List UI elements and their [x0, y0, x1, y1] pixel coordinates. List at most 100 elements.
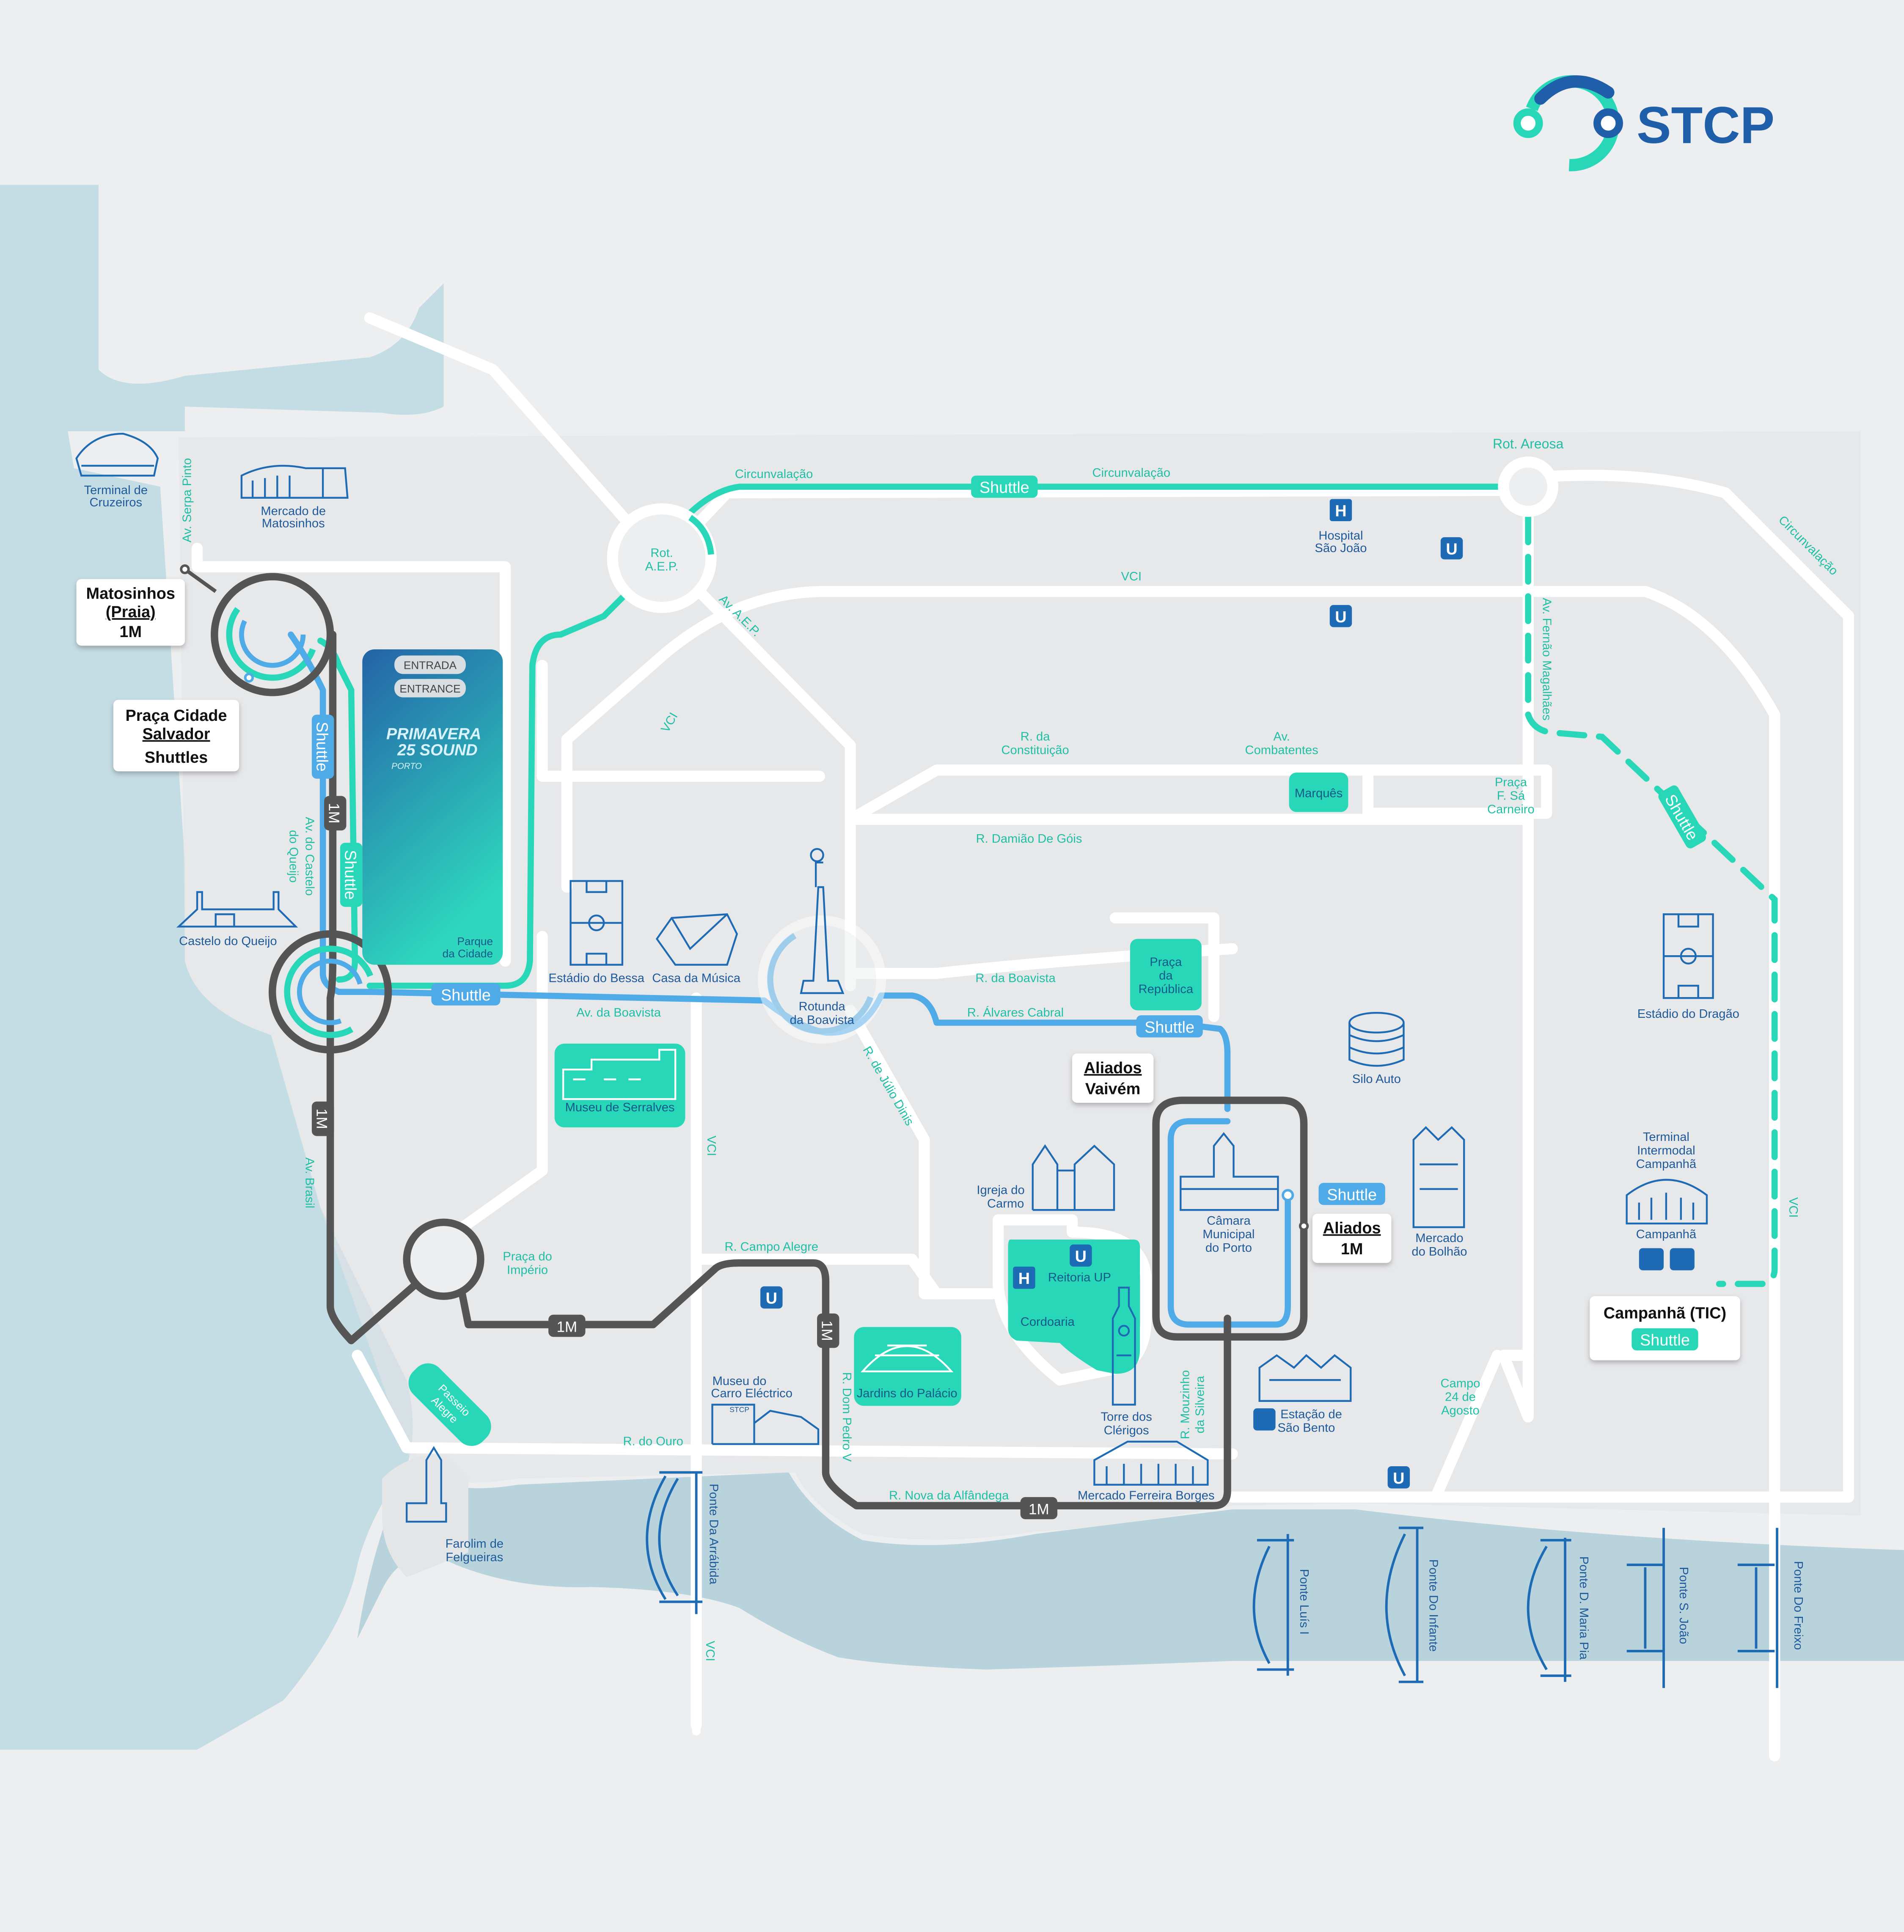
estadio-dragao-center-icon [1680, 948, 1697, 965]
label-vci-4: VCI [703, 1641, 717, 1662]
farolim-peninsula [382, 1454, 468, 1577]
aliados-vaivem-line1: Aliados [1084, 1059, 1142, 1077]
ponte-infante-icon [1385, 1526, 1424, 1683]
matosinhos-stop-dot [180, 564, 190, 574]
label-mercado-matosinhos-2: Matosinhos [262, 517, 325, 530]
stcp-logo-arc [1534, 75, 1615, 105]
label-vci-1: VCI [1121, 570, 1142, 583]
metro-symbol-4-letter: U [766, 1290, 777, 1308]
castelo-queijo-icon [176, 891, 298, 928]
shuttle-stop-aliados [1282, 1189, 1294, 1201]
ponte-maria-pia-icon [1527, 1537, 1571, 1682]
metro-symbol-4 [760, 1286, 783, 1309]
rotunda-boavista-top-icon [810, 848, 824, 863]
aliados-vaivem-line2: Vaivém [1085, 1080, 1141, 1098]
label-farolim-2: Felgueiras [446, 1550, 503, 1564]
label-estadio-dragao: Estádio do Dragão [1637, 1007, 1739, 1021]
festival-logo-line1: PRIMAVERA [386, 726, 481, 743]
label-ponte-maria-pia: Ponte D. Maria Pia [1577, 1556, 1590, 1660]
label-constituicao-1: R. da [1021, 730, 1050, 743]
label-damiao-gois: R. Damião De Góis [976, 832, 1082, 846]
aliados-1m-stop-dot [1299, 1221, 1309, 1231]
jardins-palacio-block [854, 1327, 961, 1406]
label-casa-musica: Casa da Música [652, 971, 741, 985]
label-sa-carneiro-1: Praça [1495, 775, 1527, 789]
hospital-symbol-reitoria-letter: H [1018, 1270, 1030, 1288]
label-dom-pedro: R. Dom Pedro V [840, 1372, 853, 1462]
matosinhos-callout-line1: Matosinhos [86, 585, 175, 603]
label-terminal-cruzeiros-2: Cruzeiros [90, 496, 143, 509]
stcp-logo-dot-left [1513, 108, 1543, 138]
label-campanha: Campanhã [1636, 1228, 1697, 1241]
metro-symbol-5-letter: U [1393, 1470, 1404, 1487]
label-circunvalacao-2: Circunvalação [1092, 466, 1170, 480]
entrada-label: ENTRADA [404, 659, 457, 672]
label-marques: Marquês [1295, 786, 1343, 800]
1m-badge-alfandega [1020, 1497, 1058, 1520]
shuttle-badge-vertical-blue-label: Shuttle [313, 722, 331, 772]
aliados-vaivem-callout[interactable] [1072, 1053, 1154, 1103]
label-hospital-1: Hospital [1318, 529, 1363, 543]
label-rot-areosa: Rot. Areosa [1493, 436, 1563, 451]
label-vci-5: VCI [1786, 1197, 1800, 1218]
label-campo-24-1: Campo [1441, 1377, 1480, 1391]
shuttle-badge-circunvalacao [971, 475, 1038, 498]
cordoaria-block [1008, 1239, 1140, 1374]
label-mouzinho-2: da Silveira [1194, 1376, 1207, 1434]
rotunda-aep [607, 503, 717, 613]
label-sa-carneiro-3: Carneiro [1487, 802, 1535, 816]
metro-symbol-5 [1387, 1466, 1410, 1489]
entrance-pill [394, 679, 466, 698]
label-terminal-campanha-1: Terminal [1643, 1130, 1689, 1144]
ponte-sao-joao-icon [1626, 1528, 1665, 1688]
museu-carro-icon [711, 1404, 820, 1445]
aliados-1m-line2: 1M [1341, 1240, 1363, 1258]
bridge-labels: Ponte Da Arrábida Ponte Luís I Ponte Do … [707, 1484, 1805, 1660]
road-network [191, 312, 1854, 1762]
label-r-ouro: R. do Ouro [623, 1435, 683, 1448]
1m-badge-dom-pedro [817, 1313, 839, 1348]
rotunda-castelo-queijo-teal [284, 945, 377, 1038]
label-castelo-queijo-2: do Queijo [286, 830, 300, 883]
festival-logo-line2: 25 SOUND [397, 741, 477, 759]
rotunda-matosinhos [211, 573, 334, 696]
label-r-boavista: R. da Boavista [975, 971, 1056, 985]
label-praca-republica-2: da [1159, 969, 1173, 983]
label-nova-alfandega: R. Nova da Alfândega [889, 1489, 1009, 1503]
label-igreja-carmo-1: Igreja do [977, 1183, 1024, 1197]
campanha-callout-shuttle-pill [1632, 1328, 1698, 1351]
label-camara-3: do Porto [1205, 1241, 1252, 1255]
label-combatentes-1: Av. [1273, 730, 1290, 743]
metro-symbol-2-letter: U [1335, 608, 1346, 626]
stcp-logo-text: STCP [1637, 96, 1775, 154]
label-museu-carro-2: Carro Eléctrico [711, 1387, 792, 1400]
shuttle-badge-aliados [1318, 1183, 1385, 1205]
matosinhos-callout[interactable] [76, 579, 185, 646]
torre-clerigos-icon [1112, 1286, 1136, 1406]
jardins-palacio-icon [861, 1344, 954, 1372]
label-igreja-carmo-2: Carmo [987, 1197, 1024, 1210]
passeio-alegre-block [408, 1363, 491, 1446]
blue-aliados-loop [1167, 1118, 1291, 1328]
mercado-ferreira-icon [1093, 1440, 1209, 1486]
praca-cidade-callout-line3: Shuttles [145, 749, 208, 767]
ponte-arrabida-icon [646, 1471, 703, 1614]
1m-badge-alfandega-label: 1M [1029, 1501, 1049, 1518]
label-rotunda-boavista-2: da Boavista [790, 1013, 855, 1027]
shuttle-badge-republica-label: Shuttle [1145, 1019, 1194, 1036]
aliados-1m-callout[interactable] [1312, 1213, 1392, 1263]
label-estacao-sao-bento-2: São Bento [1277, 1421, 1335, 1435]
label-circunvalacao-1: Circunvalação [735, 467, 813, 481]
estadio-bessa-icon [570, 880, 624, 966]
parque-label-2: da Cidade [443, 947, 493, 960]
shuttle-badge-republica [1136, 1015, 1203, 1038]
label-combatentes-2: Combatentes [1245, 744, 1318, 757]
praca-cidade-callout-line1: Praça Cidade [126, 707, 227, 725]
route-1m-aliados-loop [1152, 1097, 1308, 1341]
praca-cidade-callout[interactable] [113, 700, 239, 772]
serralves-icon [562, 1049, 677, 1100]
label-museu-serralves: Museu de Serralves [565, 1101, 675, 1114]
shuttle-badge-vertical-blue [311, 715, 334, 779]
silo-auto-icon [1348, 1022, 1405, 1067]
